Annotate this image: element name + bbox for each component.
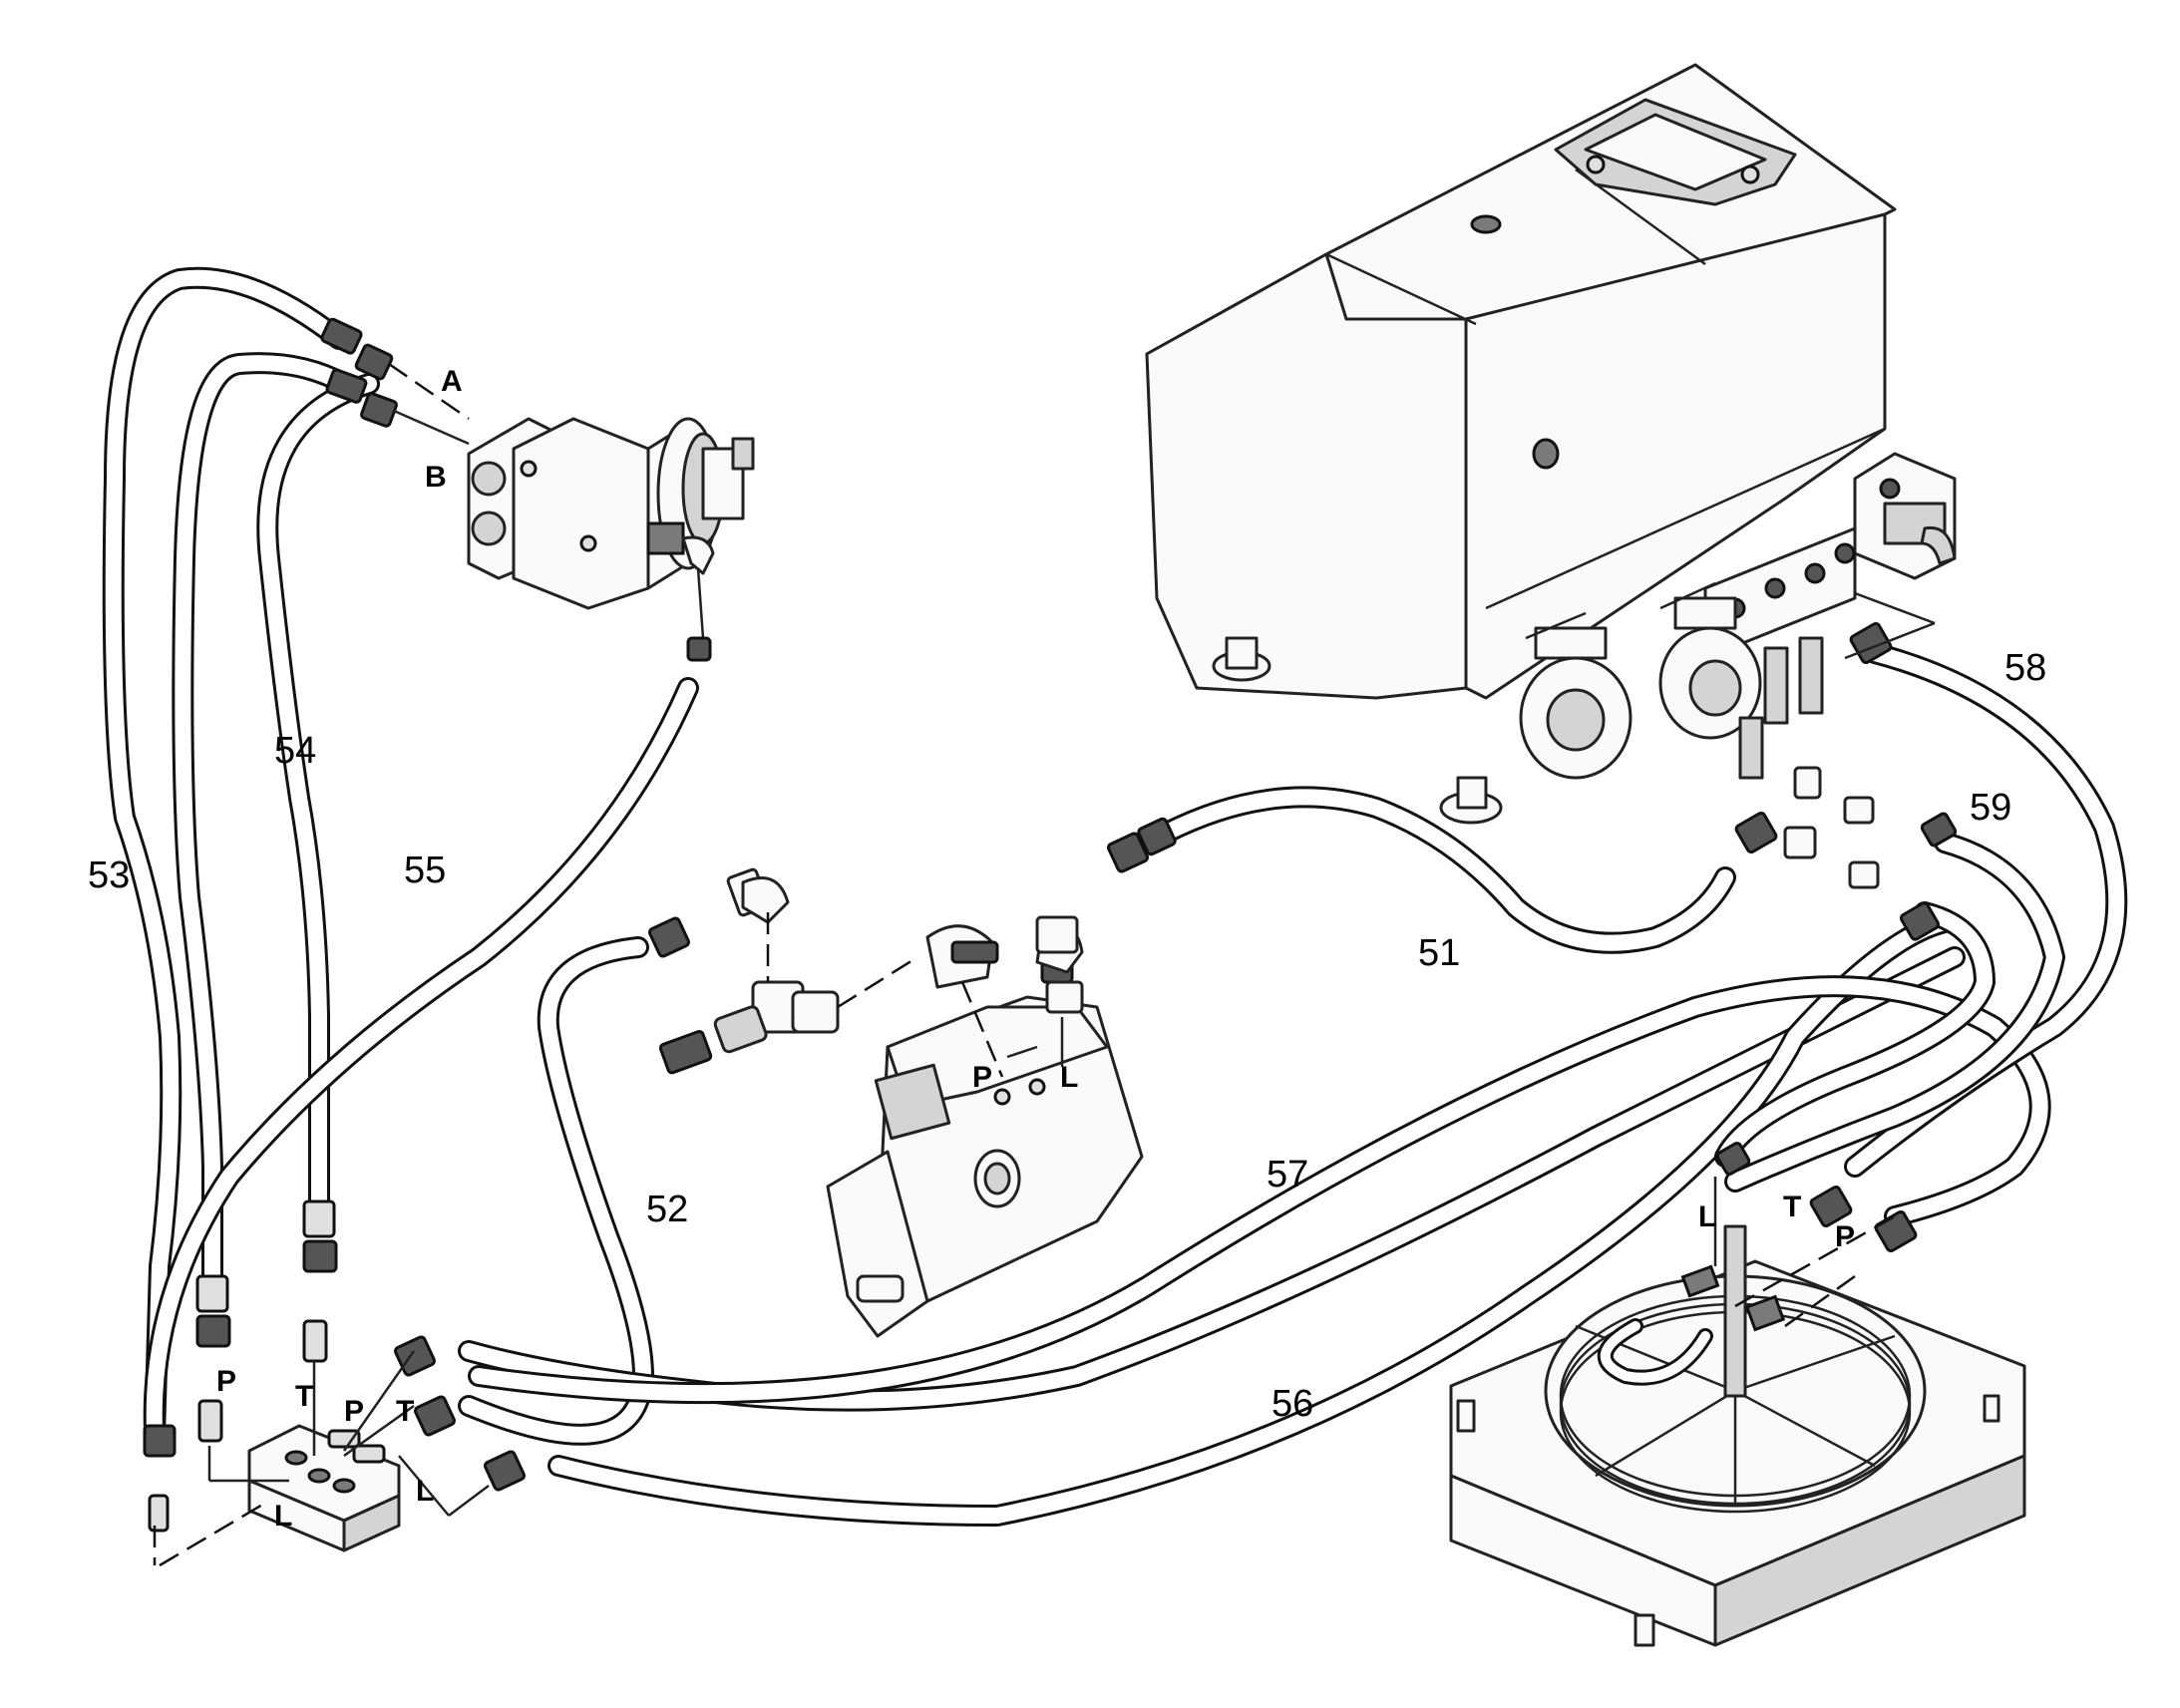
- hose-58: [1844, 642, 2128, 1178]
- port-label-manifold-l: L: [274, 1500, 292, 1533]
- port-label-cooler-p: P: [1835, 1220, 1855, 1253]
- callout-53: 53: [88, 854, 130, 896]
- port-label-manifold-p2: P: [344, 1395, 364, 1428]
- port-label-pump-l: L: [1060, 1061, 1078, 1094]
- port-label-b: B: [425, 461, 447, 494]
- port-label-pump-p: P: [972, 1061, 992, 1094]
- hose-54: [172, 352, 355, 1307]
- callout-58: 58: [2004, 647, 2046, 689]
- callout-57: 57: [1267, 1154, 1308, 1196]
- callout-56: 56: [1272, 1383, 1313, 1425]
- callout-54: 54: [274, 730, 316, 772]
- hose-59-branch: [1714, 901, 1996, 1168]
- hose-loop: [468, 975, 2051, 1405]
- hydraulic-pump: [826, 995, 1144, 1338]
- tee-fitting: [658, 867, 1084, 1075]
- oil-cooler: [1449, 1224, 2026, 1647]
- callout-59: 59: [1970, 787, 2011, 829]
- callout-55: 55: [404, 850, 446, 891]
- callout-51: 51: [1418, 932, 1460, 974]
- hose-52: [458, 936, 654, 1446]
- valve-block: [247, 1424, 401, 1552]
- hose-54-branch: [256, 373, 380, 1227]
- hose-56: [547, 911, 1956, 1527]
- hose-fittings: [143, 317, 1958, 1533]
- ball-valve-left: [1519, 611, 1633, 780]
- port-label-manifold-t: T: [295, 1380, 313, 1413]
- port-label-cooler-t: T: [1783, 1191, 1801, 1223]
- port-label-cooler-l: L: [1698, 1200, 1716, 1233]
- port-label-a: A: [441, 365, 463, 398]
- hose-55: [143, 677, 699, 1442]
- callout-52: 52: [646, 1189, 688, 1230]
- hose-51: [1156, 786, 1736, 954]
- hose-53: [102, 266, 350, 1447]
- hydraulic-tank: [1145, 63, 1957, 825]
- port-label-manifold-t2: T: [396, 1395, 414, 1428]
- port-label-manifold-p: P: [216, 1365, 236, 1398]
- port-label-manifold-l2: L: [416, 1475, 434, 1508]
- hydraulic-motor: [467, 417, 755, 639]
- hose-59: [1724, 832, 2065, 1193]
- leader-lines: [153, 362, 1936, 1567]
- ball-valve-right: [1658, 581, 1762, 740]
